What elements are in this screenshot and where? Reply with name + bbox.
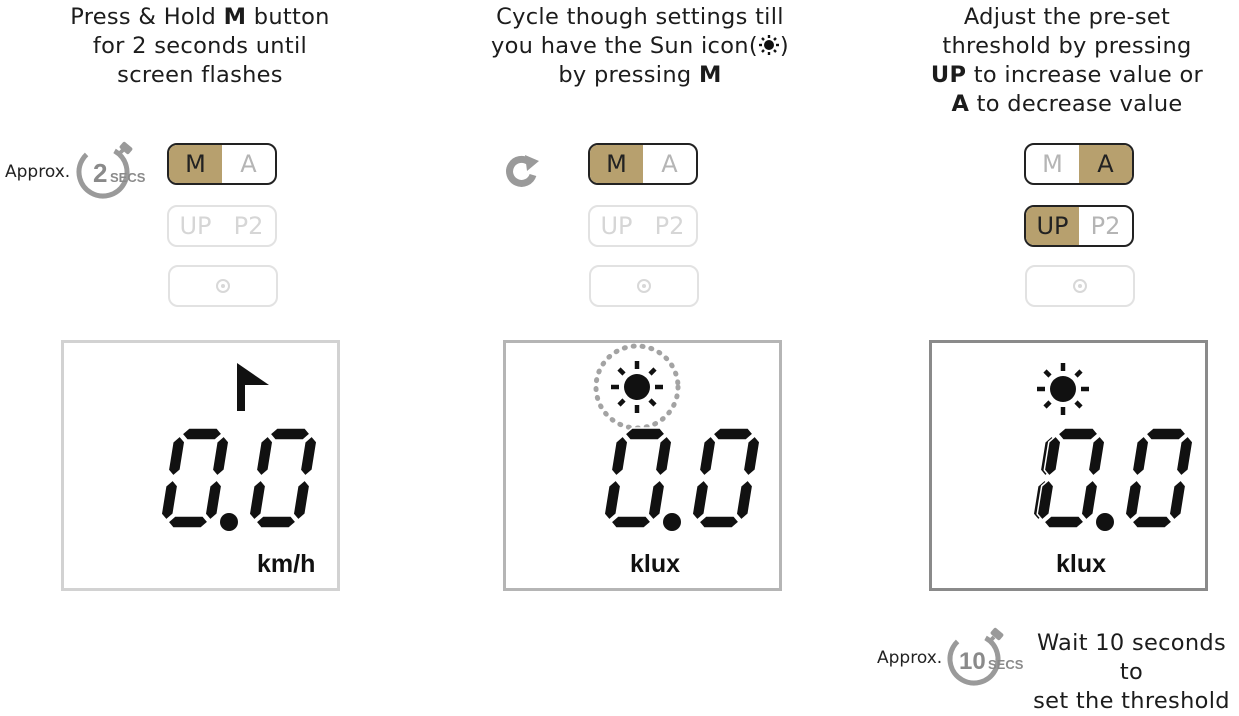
up-button[interactable]: UP <box>600 212 633 240</box>
lcd-digit-0 <box>691 427 761 529</box>
approx-label: Approx. <box>877 648 943 668</box>
lcd-segment-a <box>180 427 224 441</box>
record-icon <box>216 279 230 293</box>
lcd-segment-c <box>292 478 311 522</box>
lcd-segment-b <box>299 434 318 478</box>
record-button[interactable] <box>1025 265 1135 307</box>
a-button[interactable]: A <box>1079 145 1132 183</box>
sun-icon-flashing <box>593 343 681 431</box>
m-a-button[interactable]: M A <box>588 143 698 185</box>
a-button[interactable]: A <box>240 150 257 178</box>
lcd-segment-b <box>1175 434 1194 478</box>
up-p2-button[interactable]: UP P2 <box>1024 205 1134 247</box>
lcd-segment-d <box>254 515 298 529</box>
svg-text:SECS: SECS <box>110 170 146 185</box>
lcd-segment-b <box>654 434 673 478</box>
lcd-display-3: klux <box>929 340 1208 591</box>
record-icon <box>1073 279 1087 293</box>
lcd-segment-e <box>1124 478 1143 522</box>
lcd-segment-b <box>211 434 230 478</box>
lcd-segment-e <box>248 478 267 522</box>
lcd-segment-b <box>742 434 761 478</box>
lcd-segment-f <box>1131 434 1150 478</box>
lcd-digits-1 <box>160 427 318 531</box>
m-button[interactable]: M <box>590 145 643 183</box>
m-a-button[interactable]: M A <box>1024 143 1134 185</box>
lcd-digit-0 <box>248 427 318 529</box>
lcd-segment-c <box>647 478 666 522</box>
lcd-segment-f <box>1043 434 1062 478</box>
lcd-digit-0 <box>1124 427 1194 529</box>
up-p2-button[interactable]: UP P2 <box>588 205 698 247</box>
step-1-instruction: Press & Hold M button for 2 seconds unti… <box>70 4 330 88</box>
lcd-segment-a <box>711 427 755 441</box>
lcd-segment-f <box>698 434 717 478</box>
lcd-segment-e <box>603 478 622 522</box>
up-p2-button[interactable]: UP P2 <box>167 205 277 247</box>
record-icon <box>637 279 651 293</box>
decimal-point <box>220 513 238 531</box>
p2-button[interactable]: P2 <box>654 212 685 240</box>
lcd-segment-f <box>610 434 629 478</box>
lcd-segment-d <box>166 515 210 529</box>
lcd-segment-c <box>204 478 223 522</box>
lcd-digit-0 <box>160 427 230 529</box>
refresh-icon <box>506 155 539 187</box>
sun-icon-inline <box>758 35 779 55</box>
unit-label: klux <box>1056 550 1107 578</box>
lcd-segment-a <box>1144 427 1188 441</box>
lcd-segment-d <box>1130 515 1174 529</box>
lcd-segment-e <box>160 478 179 522</box>
p2-button[interactable]: P2 <box>233 212 264 240</box>
lcd-digit-0 <box>603 427 673 529</box>
flag-icon <box>237 363 269 411</box>
timer-2-seconds-icon: 2 SECS <box>73 140 146 200</box>
m-button[interactable]: M <box>169 145 222 183</box>
lcd-digits-3 <box>1032 427 1194 531</box>
up-button[interactable]: UP <box>1026 207 1079 245</box>
a-button[interactable]: A <box>661 150 678 178</box>
timer-10-seconds-icon: 10 SECS <box>944 625 1026 687</box>
lcd-segment-d <box>697 515 741 529</box>
lcd-segment-c <box>1080 478 1099 522</box>
lcd-digits-2 <box>603 427 761 531</box>
decimal-point <box>1096 513 1114 531</box>
unit-label: km/h <box>257 550 316 578</box>
svg-text:2: 2 <box>93 158 107 188</box>
lcd-segment-d <box>609 515 653 529</box>
m-a-button[interactable]: M A <box>167 143 277 185</box>
unit-label: klux <box>630 550 681 578</box>
lcd-segment-a <box>268 427 312 441</box>
lcd-display-1: km/h <box>61 340 340 591</box>
record-button[interactable] <box>168 265 278 307</box>
approx-label: Approx. <box>5 162 71 182</box>
svg-text:10: 10 <box>959 648 986 675</box>
record-button[interactable] <box>589 265 699 307</box>
lcd-segment-e <box>691 478 710 522</box>
svg-text:SECS: SECS <box>988 657 1024 672</box>
lcd-segment-d <box>1042 515 1086 529</box>
up-button[interactable]: UP <box>179 212 212 240</box>
lcd-segment-c <box>735 478 754 522</box>
lcd-segment-f <box>167 434 186 478</box>
p2-button[interactable]: P2 <box>1090 212 1121 240</box>
lcd-segment-f <box>255 434 274 478</box>
lcd-segment-a <box>1056 427 1100 441</box>
sun-icon <box>1037 363 1089 415</box>
lcd-digit-0 <box>1036 427 1106 529</box>
lcd-segment-b <box>1087 434 1106 478</box>
lcd-segment-a <box>623 427 667 441</box>
step-3-instruction: Adjust the pre-set threshold by pressing… <box>930 4 1204 117</box>
wait-instruction: Wait 10 seconds to set the threshold <box>1033 630 1230 714</box>
lcd-segment-c <box>1168 478 1187 522</box>
lcd-segment-e <box>1036 478 1055 522</box>
step-2-instruction: Cycle though settings till you have the … <box>491 4 789 88</box>
m-button[interactable]: M <box>1042 150 1063 178</box>
decimal-point <box>663 513 681 531</box>
lcd-display-2: klux <box>503 340 782 591</box>
